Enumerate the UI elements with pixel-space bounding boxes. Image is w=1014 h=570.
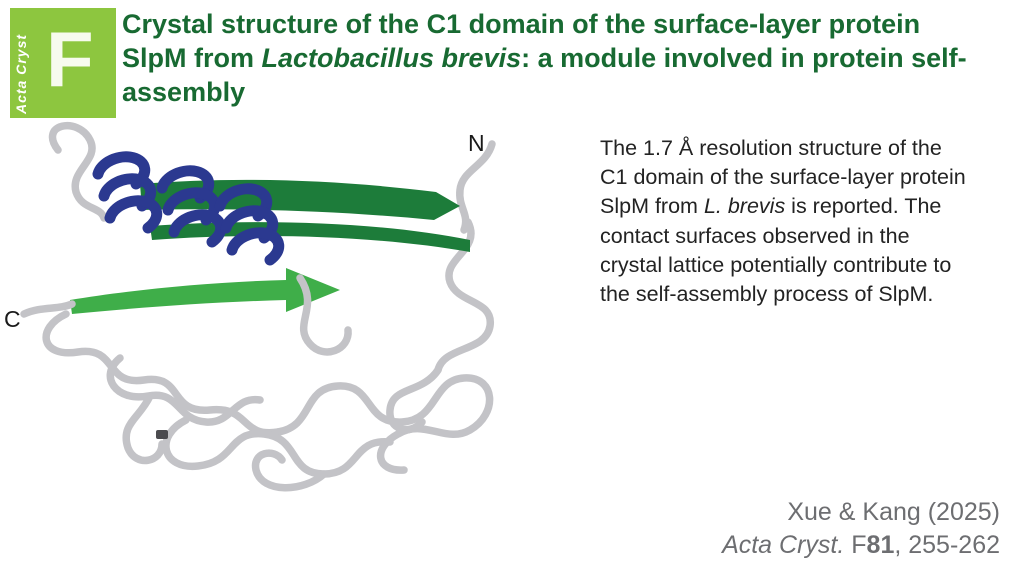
n-terminus-label: N: [468, 130, 485, 156]
title-species: Lactobacillus brevis: [261, 42, 522, 73]
abstract-species: L. brevis: [703, 194, 786, 219]
logo-journal-name: Acta Cryst: [13, 33, 29, 114]
citation-volume-number: 81: [866, 531, 895, 559]
protein-ribbon-drawing: [20, 122, 496, 492]
abstract-text-after: is reported. The contact surfaces observ…: [600, 194, 952, 307]
abstract-text: The 1.7 Å resolution structure of the C1…: [600, 134, 972, 309]
citation-pages: , 255-262: [894, 531, 1000, 559]
citation: Xue & Kang (2025) Acta Cryst. F81, 255-2…: [722, 496, 1000, 562]
protein-structure-figure: N C: [0, 118, 580, 518]
citation-reference: Acta Cryst. F81, 255-262: [722, 529, 1000, 562]
beta-strand-bright: [70, 268, 340, 314]
c-terminus-label: C: [4, 306, 21, 332]
acta-cryst-f-logo: Acta Cryst F: [10, 8, 116, 118]
article-title: Crystal structure of the C1 domain of th…: [122, 8, 990, 109]
chain-end-marker: [156, 430, 168, 439]
title-text-before: Crystal structure of the C1 domain of th…: [122, 9, 921, 73]
logo-section-letter: F: [46, 15, 94, 103]
alpha-helices: [92, 151, 285, 266]
citation-volume-letter: F: [851, 531, 867, 559]
abstract-text-before: The 1.7 Å resolution structure of the C1…: [600, 136, 966, 219]
citation-journal-name: Acta Cryst.: [722, 531, 845, 559]
citation-authors: Xue & Kang (2025): [787, 498, 1000, 526]
title-text-after: : a module involved in protein self-asse…: [122, 42, 967, 107]
